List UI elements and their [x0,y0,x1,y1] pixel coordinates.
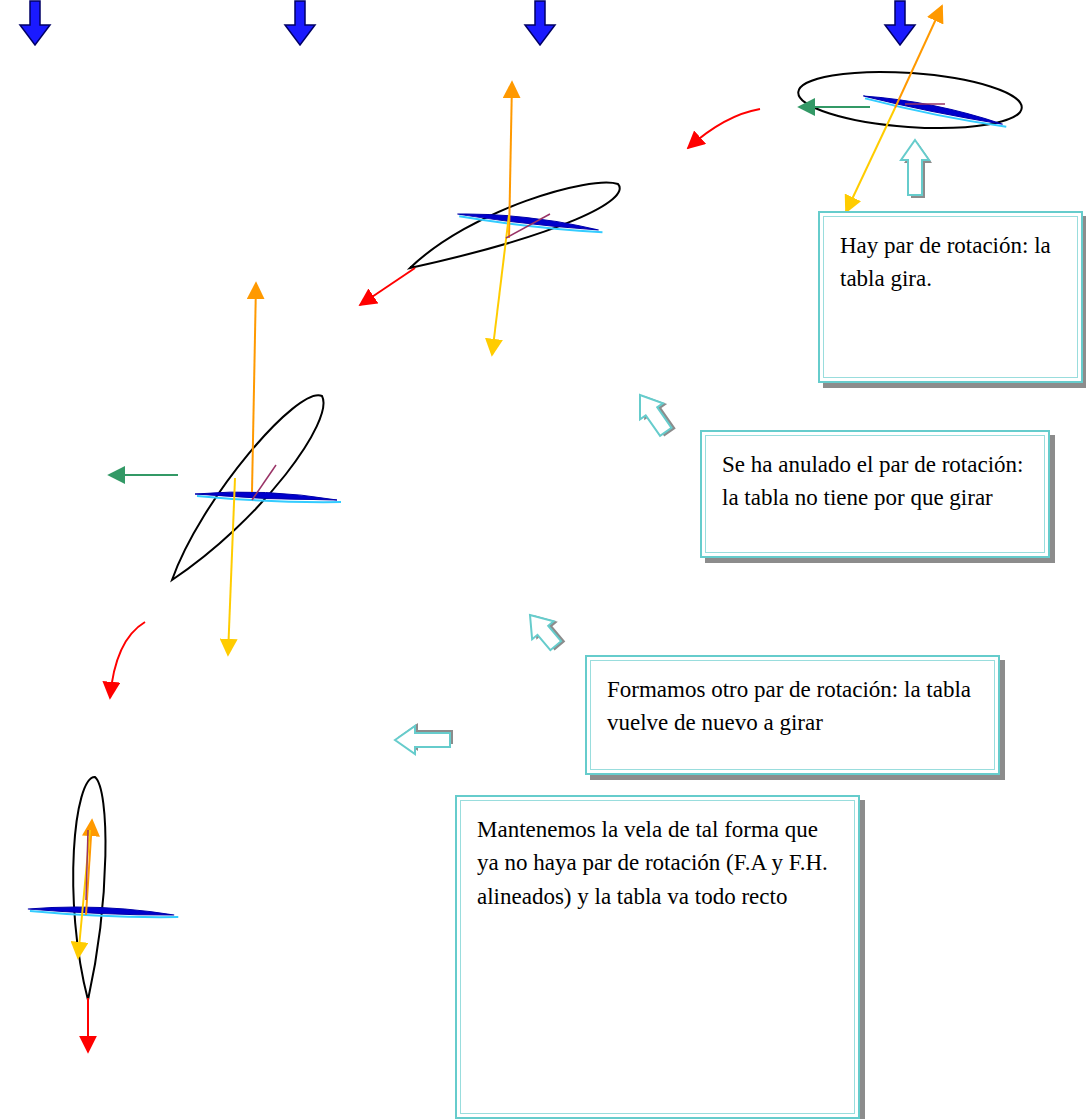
callout-text: Hay par de rotación: la tabla gira. [840,229,1063,296]
callout-box: Formamos otro par de rotación: la tabla … [585,655,1000,775]
stage-four [28,777,178,1052]
callout-text: Se ha anulado el par de rotación: la tab… [722,448,1030,515]
callout-box: Se ha anulado el par de rotación: la tab… [700,430,1050,558]
stage-one [688,6,1024,212]
callout-box: Hay par de rotación: la tabla gira. [818,211,1083,383]
wind-arrows [20,1,915,45]
stage-two [360,82,620,355]
callout-box: Mantenemos la vela de tal forma que ya n… [455,795,860,1119]
stage-three [109,283,341,698]
callout-text: Formamos otro par de rotación: la tabla … [607,673,980,740]
callout-text: Mantenemos la vela de tal forma que ya n… [477,813,840,913]
